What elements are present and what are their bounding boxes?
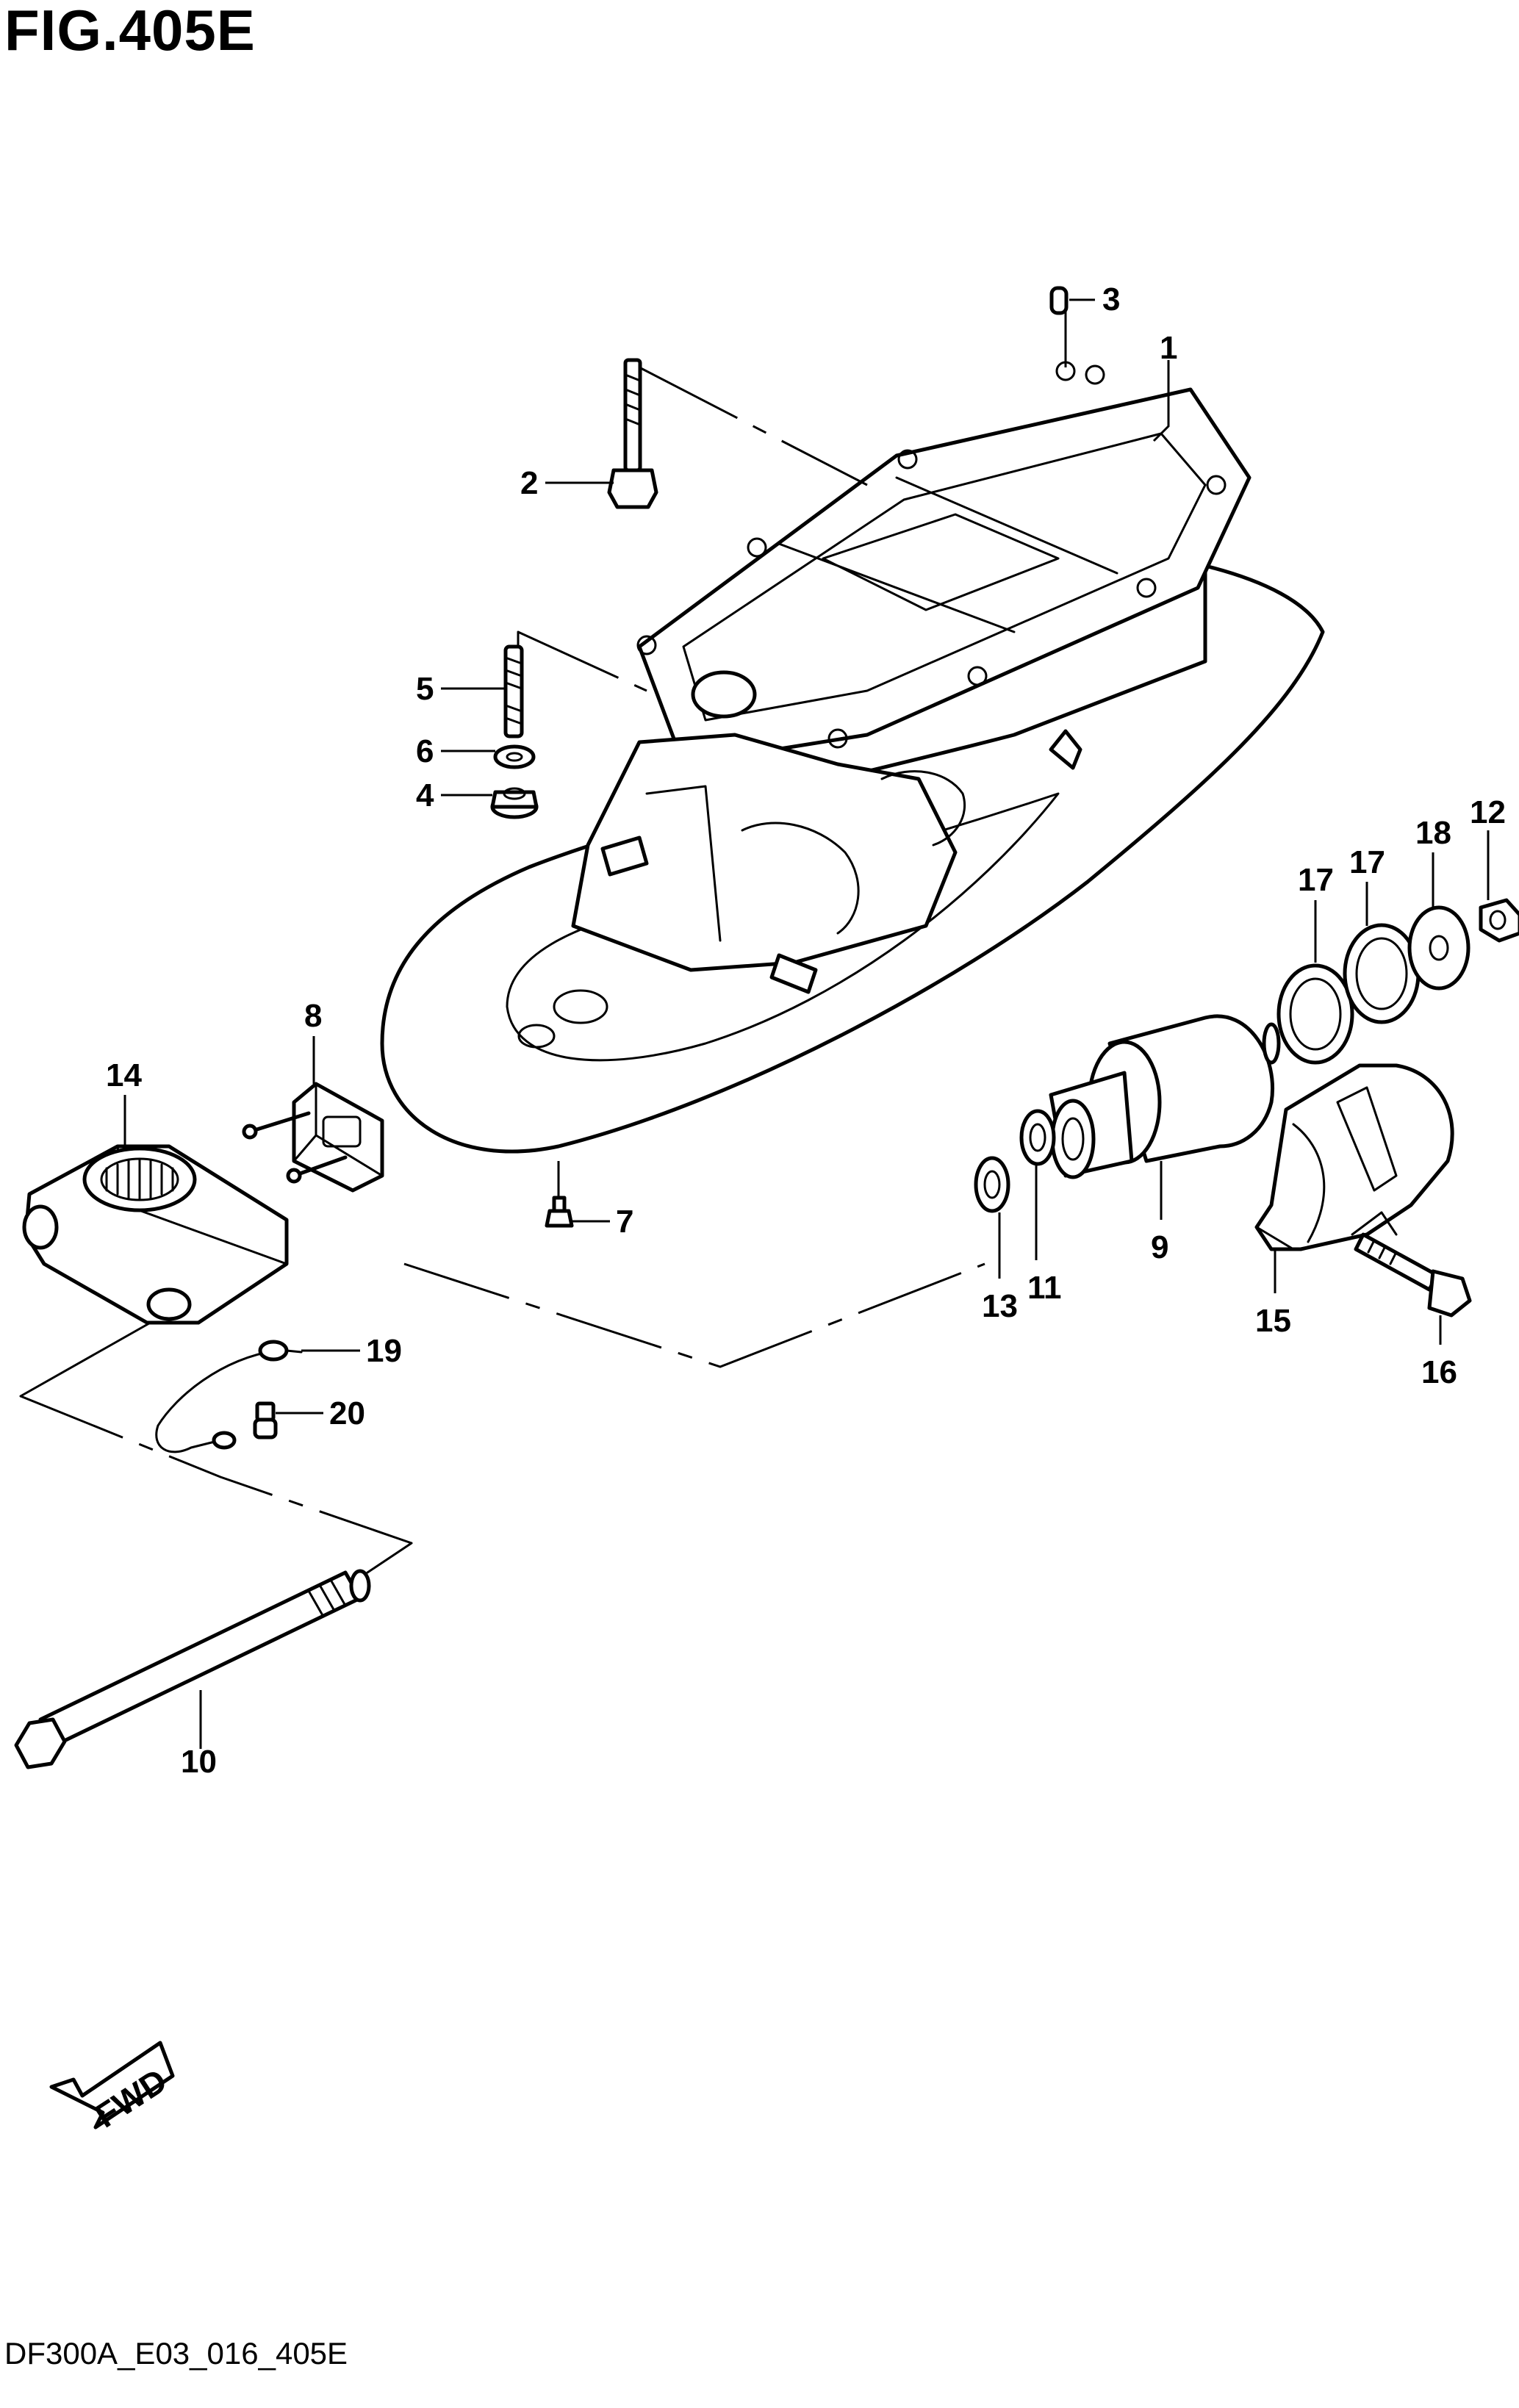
part-4-nut[interactable] — [490, 787, 539, 819]
part-16-bolt[interactable] — [1354, 1232, 1472, 1318]
part-15-clamp-cap[interactable] — [1254, 1063, 1454, 1251]
part-17-ring-a[interactable] — [1276, 963, 1354, 1065]
document-code: DF300A_E03_016_405E — [4, 2336, 348, 2371]
part-7-screw[interactable] — [545, 1196, 574, 1228]
callout-3: 3 — [1102, 281, 1120, 317]
callout-18: 18 — [1415, 815, 1451, 851]
part-14-bracket[interactable] — [22, 1144, 289, 1325]
part-9-mount-bushing[interactable] — [1049, 1014, 1281, 1179]
callout-7: 7 — [616, 1204, 633, 1240]
figure-title: FIG.405E — [4, 0, 256, 62]
part-8-connector[interactable] — [242, 1082, 384, 1193]
part-18-washer[interactable] — [1407, 905, 1470, 991]
callout-4: 4 — [416, 777, 434, 813]
part-10-long-bolt[interactable] — [14, 1569, 371, 1769]
part-2-bolt[interactable] — [607, 358, 658, 509]
part-13-washer[interactable] — [974, 1156, 1010, 1213]
part-1-housing[interactable] — [380, 361, 1325, 1154]
callout-11: 11 — [1027, 1270, 1062, 1306]
callout-13: 13 — [982, 1288, 1018, 1324]
callout-17-a: 17 — [1298, 862, 1334, 898]
part-19-ground-wire[interactable] — [155, 1340, 303, 1453]
callout-10: 10 — [181, 1744, 217, 1780]
part-3-pin[interactable] — [1049, 286, 1069, 315]
callout-16: 16 — [1421, 1354, 1457, 1390]
callout-9: 9 — [1151, 1229, 1168, 1265]
callout-15: 15 — [1255, 1303, 1291, 1339]
part-5-stud[interactable] — [503, 644, 524, 738]
part-12-nut[interactable] — [1479, 898, 1519, 943]
callout-12: 12 — [1470, 794, 1506, 830]
callout-17-b: 17 — [1349, 844, 1385, 880]
callout-20: 20 — [329, 1395, 365, 1431]
part-11-washer[interactable] — [1019, 1109, 1056, 1166]
callout-5: 5 — [416, 671, 434, 707]
callout-6: 6 — [416, 733, 434, 769]
callout-8: 8 — [304, 998, 322, 1034]
part-6-washer[interactable] — [493, 744, 536, 769]
callout-14: 14 — [106, 1057, 142, 1093]
fwd-arrow-icon: FWD — [49, 2041, 175, 2135]
callout-19: 19 — [366, 1333, 402, 1369]
part-17-ring-b[interactable] — [1343, 923, 1421, 1024]
callout-1: 1 — [1160, 330, 1177, 366]
callout-2: 2 — [520, 465, 538, 501]
part-20-screw[interactable] — [253, 1401, 278, 1440]
